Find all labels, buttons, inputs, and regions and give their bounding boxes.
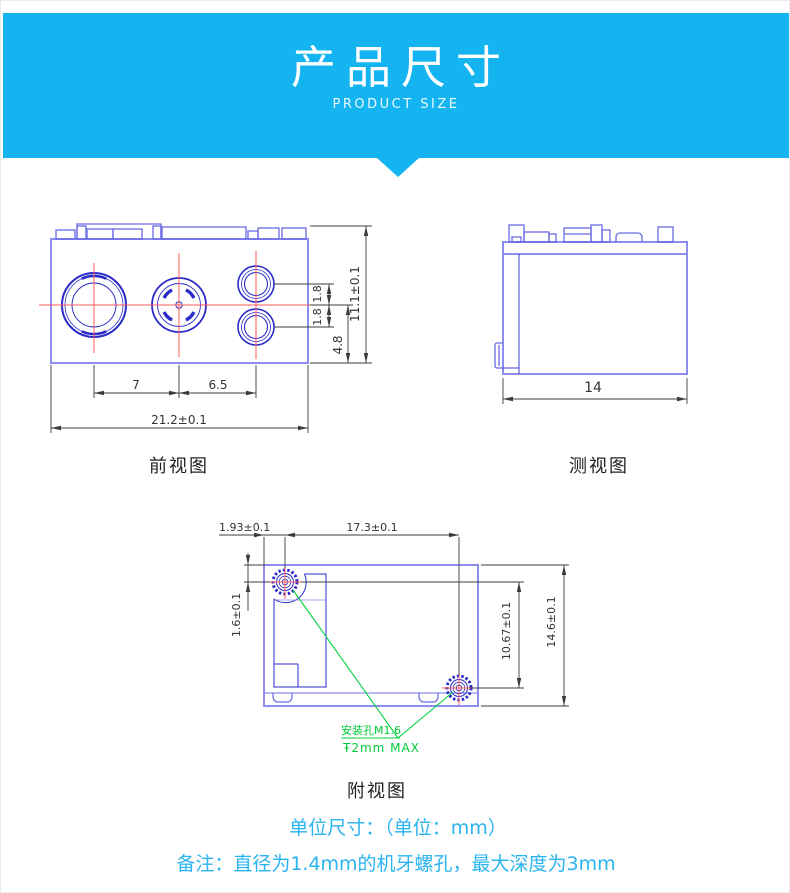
side-dimensions [502, 378, 688, 404]
side-view-label: 测视图 [569, 456, 629, 477]
front-view: 7 6.5 21.2±0.1 1.8 1.8 4.8 11.1±0.1 [39, 223, 372, 433]
mounting-note-line1: 安装孔M1.6 [341, 723, 401, 737]
dim-bottom-hole-span: 17.3±0.1 [346, 521, 397, 534]
side-top-band [502, 241, 688, 255]
dim-bottom-top-to-hole: 1.6±0.1 [230, 593, 243, 637]
dim-bottom-hole-vertical-span: 10.67±0.1 [500, 602, 513, 660]
mounting-note-line2: Ŧ2mm MAX [342, 741, 420, 755]
side-view: 14 [494, 224, 688, 404]
dim-bottom-overall-height: 14.6±0.1 [545, 596, 558, 647]
dim-front-offset-lower: 1.8 [311, 308, 324, 326]
bottom-dimensions [219, 532, 569, 707]
dim-front-overall-width: 21.2±0.1 [151, 413, 207, 427]
dim-side-depth: 14 [584, 380, 602, 396]
bottom-view-label: 附视图 [347, 781, 407, 802]
front-top-tabs [55, 223, 307, 240]
dim-front-offset-upper: 1.8 [311, 285, 324, 303]
dim-front-pitch-left: 7 [132, 378, 140, 392]
dim-front-pitch-right: 6.5 [208, 378, 227, 392]
bottom-inner-detail [273, 573, 327, 688]
page-subtitle: PRODUCT SIZE [332, 96, 460, 112]
front-dimensions [50, 225, 372, 433]
bottom-screw-hole-bottom-right [442, 671, 476, 705]
unit-note: 单位尺寸：（单位：mm） [289, 817, 507, 839]
side-body-outline [502, 253, 688, 375]
side-left-protrusion [494, 342, 503, 369]
banner-pointer-triangle [377, 158, 419, 177]
bottom-body-outline [263, 564, 479, 707]
dim-bottom-edge-to-hole: 1.93±0.1 [219, 521, 270, 534]
side-top-tabs [508, 224, 674, 243]
page-title: 产品尺寸 [290, 41, 511, 94]
bottom-view: 安装孔M1.6 Ŧ2mm MAX [219, 521, 569, 755]
bottom-feet [272, 693, 439, 703]
dim-front-center-to-bottom: 4.8 [331, 335, 345, 354]
header-banner: 产品尺寸 PRODUCT SIZE [3, 13, 789, 158]
bottom-screw-hole-top-left [268, 565, 302, 599]
remark-note: 备注：直径为1.4mm的机牙螺孔，最大深度为3mm [176, 853, 616, 875]
side-body-details [503, 254, 520, 374]
dim-front-overall-height: 11.1±0.1 [348, 266, 362, 322]
front-view-label: 前视图 [149, 456, 209, 477]
mounting-hole-annotation: 安装孔M1.6 Ŧ2mm MAX [292, 589, 454, 755]
front-centerlines [39, 251, 323, 359]
